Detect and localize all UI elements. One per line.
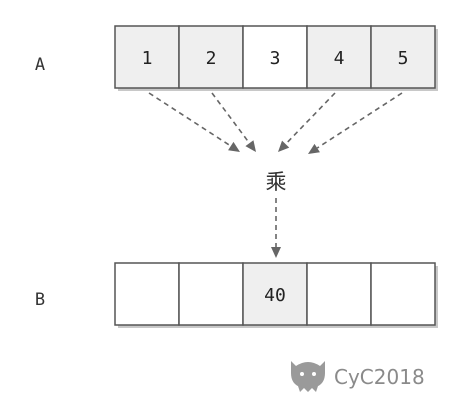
array-b-cell-value: 40 bbox=[264, 285, 286, 306]
dashed-arrow bbox=[316, 92, 403, 149]
dashed-arrow bbox=[211, 92, 251, 144]
array-b-cells: 40 bbox=[114, 262, 438, 328]
array-a-cell bbox=[242, 25, 308, 89]
operation-label: 乘 bbox=[266, 170, 287, 194]
dashed-arrow bbox=[285, 92, 336, 145]
array-b-cell bbox=[178, 262, 244, 326]
array-a-cell-value: 1 bbox=[142, 48, 153, 69]
watermark: CyC2018 bbox=[291, 361, 425, 392]
array-a-cell bbox=[114, 25, 180, 89]
array-a-cell bbox=[306, 25, 372, 89]
array-a-cell-value: 2 bbox=[206, 48, 217, 69]
arrow-head bbox=[308, 143, 320, 154]
cat-icon bbox=[291, 361, 325, 392]
arrows bbox=[148, 92, 403, 258]
array-b-cell bbox=[370, 262, 436, 326]
array-b-cell bbox=[306, 262, 372, 326]
arrow-head bbox=[271, 247, 281, 258]
dashed-arrow bbox=[148, 92, 232, 147]
array-a-label: A bbox=[35, 55, 45, 75]
arrow-head bbox=[278, 140, 290, 152]
array-a-cell-value: 4 bbox=[334, 48, 345, 69]
array-a-cell-value: 5 bbox=[398, 48, 409, 69]
watermark-text: CyC2018 bbox=[334, 365, 425, 389]
array-b-label: B bbox=[35, 290, 45, 310]
array-a-cells: 1 2 3 4 5 bbox=[114, 25, 438, 91]
arrow-head bbox=[228, 141, 240, 152]
array-a-cell-value: 3 bbox=[270, 48, 281, 69]
arrow-head bbox=[245, 140, 256, 152]
array-b-cell bbox=[242, 262, 308, 326]
array-b-cell bbox=[114, 262, 180, 326]
array-a-cell bbox=[370, 25, 436, 89]
